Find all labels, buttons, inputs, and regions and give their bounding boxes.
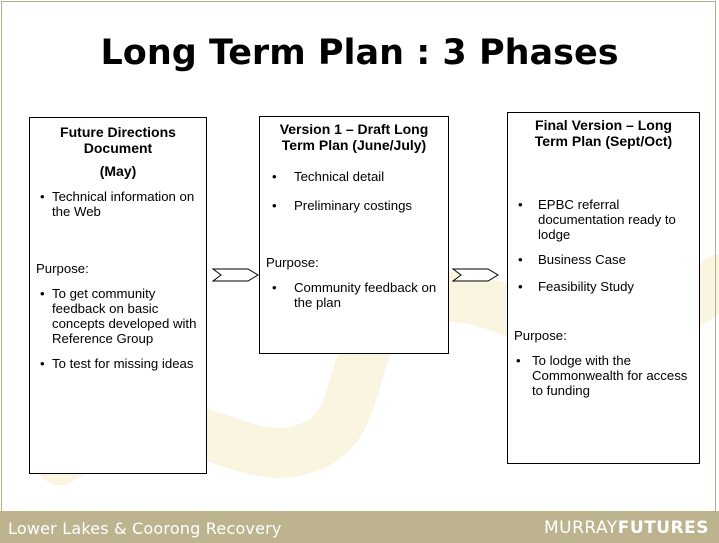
bullet-text: To test for missing ideas [52,356,194,371]
bullet-text: To get community feedback on basic conce… [52,286,197,346]
purpose-label: Purpose: [514,328,567,343]
phase-box-version1-draft: Version 1 – Draft Long Term Plan (June/J… [259,116,449,354]
logo-light-text: MURRAY [543,518,618,538]
bullet-text: EPBC referral documentation ready to lod… [538,197,676,242]
purpose-label: Purpose: [266,255,319,270]
phase-title-text: Version 1 – Draft Long Term Plan (June/J… [279,121,429,153]
logo-bold-text: FUTURES [617,518,709,538]
murray-futures-logo: MURRAYFUTURES [544,518,709,538]
list-item: •EPBC referral documentation ready to lo… [518,197,676,242]
list-item: •To get community feedback on basic conc… [40,286,197,346]
arrow-right-icon [452,268,499,282]
bullet-text: Community feedback on the plan [294,280,437,310]
list-item: •To test for missing ideas [40,356,194,371]
list-item: •Preliminary costings [272,198,412,213]
footer-bar: Lower Lakes & Coorong Recovery MURRAYFUT… [0,511,719,543]
list-item: •To lodge with the Commonwealth for acce… [516,353,688,398]
phase-title: Final Version – Long Term Plan (Sept/Oct… [514,117,693,149]
bullet-text: Technical information on the Web [52,189,195,219]
arrow-right-icon [212,268,259,282]
phase-title: Version 1 – Draft Long Term Plan (June/J… [266,121,442,153]
phase-title: Future Directions Document [60,124,176,156]
bullet-text: Preliminary costings [294,198,412,213]
phase-box-final-version: Final Version – Long Term Plan (Sept/Oct… [507,112,700,464]
purpose-label: Purpose: [36,261,89,276]
list-item: •Technical detail [272,169,385,184]
list-item: •Feasibility Study [518,279,635,294]
list-item: •Business Case [518,252,626,267]
bullet-text: Business Case [538,252,626,267]
phase-title-text: Final Version – Long Term Plan (Sept/Oct… [534,117,673,149]
bullet-text: To lodge with the Commonwealth for acces… [532,353,688,398]
footer-left-text: Lower Lakes & Coorong Recovery [8,519,282,538]
slide-title: Long Term Plan : 3 Phases [100,33,619,73]
list-item: •Community feedback on the plan [272,280,437,310]
list-item: •Technical information on the Web [40,189,195,219]
phase-box-future-directions: Future Directions Document (May) •Techni… [29,117,207,474]
bullet-text: Technical detail [294,169,385,184]
phase-date: (May) [99,163,137,179]
bullet-text: Feasibility Study [538,279,635,294]
